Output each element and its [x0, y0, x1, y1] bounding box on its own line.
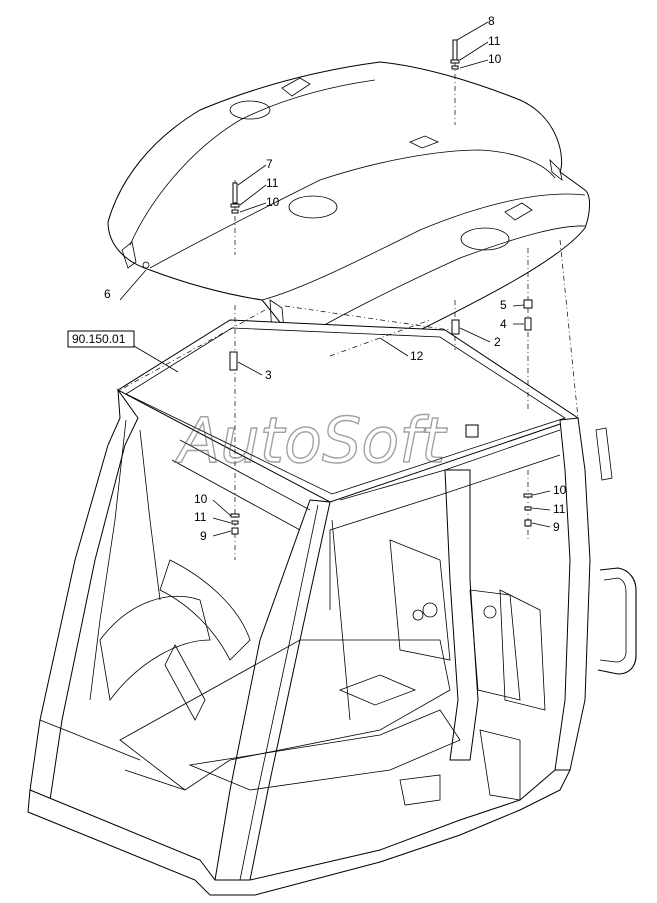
pin-4 [524, 317, 532, 331]
callout-11-top: 11 [488, 34, 501, 48]
callout-10-top: 10 [488, 52, 502, 66]
fastener-stack-left [230, 513, 240, 535]
callout-3: 3 [265, 368, 272, 382]
spacer-3 [229, 351, 238, 371]
callout-11-right: 11 [553, 502, 566, 516]
callout-12: 12 [410, 349, 424, 363]
nut-10-mid [231, 209, 239, 214]
callout-9-right: 9 [553, 520, 560, 534]
spacer-2 [451, 319, 460, 335]
roof-plate [409, 135, 440, 149]
callout-10-right: 10 [553, 483, 567, 497]
reference-box-label: 90.150.01 [72, 332, 126, 346]
callout-8: 8 [488, 14, 495, 28]
cab-insert [465, 424, 479, 438]
fastener-stack-right [523, 493, 533, 527]
fasteners-misc [229, 299, 533, 438]
roof-mount-hole [142, 261, 150, 269]
callout-10-mid: 10 [266, 195, 280, 209]
roof-opening-right [460, 227, 510, 251]
fastener-stack-top [450, 39, 460, 70]
callout-6: 6 [104, 287, 111, 301]
clip-5 [523, 299, 533, 309]
bolt-8 [452, 39, 458, 61]
washer-11-top [450, 59, 460, 64]
bolt-7 [232, 182, 238, 204]
watermark: AutoSoft [174, 404, 448, 477]
callout-7: 7 [266, 157, 273, 171]
callout-11-left: 11 [194, 510, 207, 524]
roof-vent-right [504, 202, 533, 221]
callout-labels: 8 11 10 7 11 10 6 5 4 2 12 3 10 11 9 10 … [104, 14, 567, 543]
fastener-stack-mid [230, 182, 240, 214]
roof-opening-left [229, 100, 271, 120]
callout-11-mid: 11 [266, 176, 279, 190]
nut-10-top [451, 65, 459, 70]
callout-5: 5 [500, 298, 507, 312]
callout-10-left: 10 [194, 492, 208, 506]
reference-box[interactable]: 90.150.01 [67, 330, 135, 348]
roof-panel [107, 61, 590, 355]
roof-vent-left [281, 77, 311, 97]
callout-2: 2 [494, 335, 501, 349]
washer-11-mid [230, 203, 240, 208]
leader-lines [119, 21, 551, 537]
callout-4: 4 [500, 317, 507, 331]
roof-opening-center [288, 195, 338, 219]
callout-9-left: 9 [200, 529, 207, 543]
